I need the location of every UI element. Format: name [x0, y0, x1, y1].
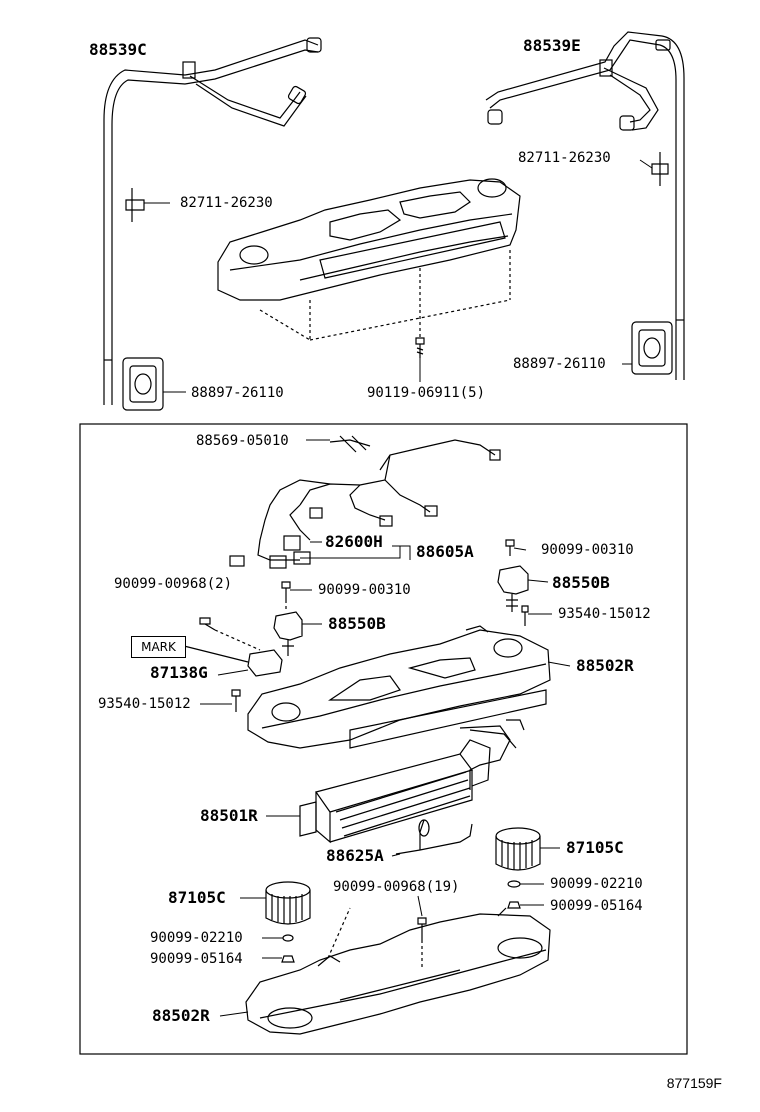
leader-lines [144, 159, 653, 1017]
case-lower-icon [245, 907, 551, 1035]
screw-00310-right-icon [505, 539, 515, 556]
evaporator-icon [299, 739, 491, 844]
screw-15012-right-icon [521, 605, 529, 626]
part-label-nut-right[interactable]: 90099-05164 [550, 898, 643, 914]
part-label-sensor-tube[interactable]: 88625A [326, 846, 384, 865]
grommet-left-icon [122, 357, 164, 411]
drain-hose-left [103, 37, 322, 405]
sensor-tube-icon [395, 819, 473, 855]
washer-left-icon [282, 934, 294, 942]
part-label-screw-00968-left[interactable]: 90099-00968(2) [114, 576, 233, 592]
part-label-82600h[interactable]: 82600H [325, 532, 383, 551]
clip-left-icon [125, 188, 145, 222]
part-label-screw-15012-right[interactable]: 93540-15012 [558, 606, 651, 622]
nut-right-icon [507, 901, 521, 909]
resistor-icon [183, 645, 283, 677]
screw-top-icon [415, 337, 425, 358]
nut-left-icon [281, 955, 295, 963]
drain-hose-right [485, 31, 685, 380]
washer-right-icon [507, 880, 521, 888]
part-label-grommet-left[interactable]: 88897-26110 [191, 385, 284, 401]
screw-15012-left-icon [231, 689, 241, 712]
part-label-sensor[interactable]: 88569-05010 [196, 433, 289, 449]
grommet-right-icon [631, 321, 673, 375]
part-label-88539c[interactable]: 88539C [89, 40, 147, 59]
screw-00310-left-icon [281, 581, 291, 612]
part-label-evaporator[interactable]: 88501R [200, 806, 258, 825]
wire-harness [229, 435, 501, 569]
diagram-code: 877159F [666, 1075, 722, 1091]
part-label-screw-00310-right[interactable]: 90099-00310 [541, 542, 634, 558]
part-label-clip-left[interactable]: 82711-26230 [180, 195, 273, 211]
part-label-case-lower[interactable]: 88502R [152, 1006, 210, 1025]
part-label-case-upper[interactable]: 88502R [576, 656, 634, 675]
part-label-washer-right[interactable]: 90099-02210 [550, 876, 643, 892]
part-label-blower-right[interactable]: 87105C [566, 838, 624, 857]
part-label-nut-left[interactable]: 90099-05164 [150, 951, 243, 967]
part-label-screw-00310-left[interactable]: 90099-00310 [318, 582, 411, 598]
servo-left-icon [273, 611, 303, 656]
clip-right-icon [651, 152, 669, 186]
part-label-servo-right[interactable]: 88550B [552, 573, 610, 592]
part-label-screw-15012-left[interactable]: 93540-15012 [98, 696, 191, 712]
part-label-screw-top[interactable]: 90119-06911(5) [367, 385, 486, 401]
part-label-blower-left[interactable]: 87105C [168, 888, 226, 907]
part-label-screw-00968-mid[interactable]: 90099-00968(19) [333, 879, 460, 895]
mark-box: MARK [131, 636, 186, 658]
screw-00968-mid-icon [417, 917, 427, 940]
screw-00968-left-icon [199, 617, 261, 651]
case-upper-icon [247, 625, 551, 790]
part-label-88605a[interactable]: 88605A [416, 542, 474, 561]
part-label-clip-right[interactable]: 82711-26230 [518, 150, 611, 166]
part-label-88539e[interactable]: 88539E [523, 36, 581, 55]
assembly-frame [79, 423, 688, 1055]
part-label-washer-left[interactable]: 90099-02210 [150, 930, 243, 946]
blower-right-icon [495, 827, 541, 871]
part-label-grommet-right[interactable]: 88897-26110 [513, 356, 606, 372]
blower-left-icon [265, 881, 311, 925]
part-label-resistor[interactable]: 87138G [150, 663, 208, 682]
heater-unit-top [217, 178, 521, 341]
servo-right-icon [497, 565, 529, 612]
part-label-servo-left[interactable]: 88550B [328, 614, 386, 633]
